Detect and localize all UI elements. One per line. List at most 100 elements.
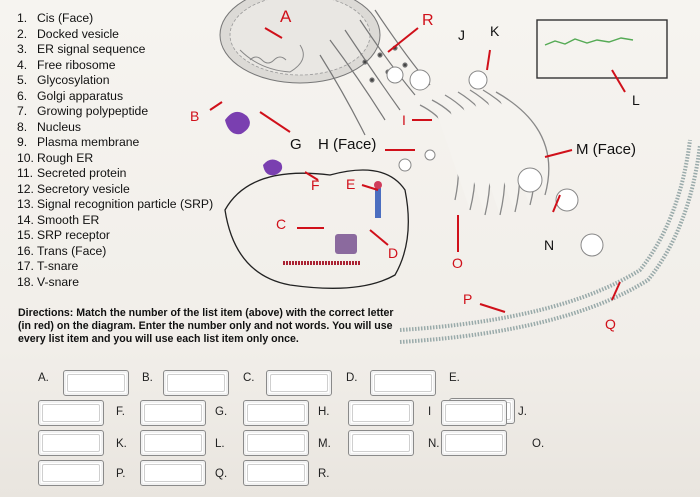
label-j: J	[458, 27, 465, 43]
answer-input[interactable]	[348, 400, 414, 426]
er-lumen-outline	[224, 169, 409, 289]
answer-input[interactable]	[243, 430, 309, 456]
label-n: N	[544, 237, 555, 253]
golgi-apparatus-icon	[419, 89, 550, 216]
list-item-number: 9.	[17, 135, 28, 149]
list-item-text: Golgi apparatus	[37, 88, 124, 103]
answer-letter: B.	[142, 372, 153, 384]
answer-input[interactable]	[38, 460, 104, 486]
list-item-text: Docked vesicle	[37, 26, 119, 41]
list-item-text: Trans (Face)	[37, 243, 107, 258]
list-item-text: T-snare	[37, 259, 79, 273]
list-item-number: 12.	[17, 181, 34, 196]
label-p: P	[463, 291, 473, 307]
label-f: F	[311, 177, 320, 193]
list-item: 16.Trans (Face)	[17, 244, 213, 260]
answer-input[interactable]	[38, 430, 104, 456]
list-item: 12.Secretory vesicle	[17, 182, 213, 198]
answer-letter: D.	[346, 372, 358, 384]
label-b: B	[190, 108, 200, 124]
list-item-text: ER signal sequence	[37, 42, 146, 56]
answer-input[interactable]	[63, 370, 129, 396]
list-item: 17.T-snare	[17, 259, 213, 275]
list-item-number: 17.	[17, 259, 34, 273]
answer-letter: R.	[318, 468, 330, 480]
label-e: E	[346, 176, 356, 192]
label-c: C	[276, 216, 287, 232]
list-item-number: 4.	[17, 57, 28, 72]
list-item-text: Secretory vesicle	[37, 181, 130, 196]
answer-input[interactable]	[441, 430, 507, 456]
answer-letter: P.	[116, 468, 126, 480]
label-arrows	[209, 27, 626, 313]
list-item-number: 6.	[17, 88, 28, 103]
label-o: O	[452, 255, 463, 271]
list-item-number: 5.	[17, 73, 28, 87]
list-item-text: Cis (Face)	[37, 11, 94, 25]
answer-input[interactable]	[38, 400, 104, 426]
list-item: 9.Plasma membrane	[17, 135, 213, 151]
list-item-number: 7.	[17, 104, 28, 118]
nucleus-icon	[219, 0, 381, 84]
list-item: 1. Cis (Face)	[17, 11, 213, 27]
answer-letter: O.	[532, 438, 545, 450]
directions-label: Directions:	[18, 307, 74, 319]
label-k: K	[490, 23, 500, 39]
list-item-number: 2.	[17, 26, 28, 41]
list-item-number: 10.	[17, 150, 34, 165]
list-item-text: Growing polypeptide	[37, 104, 149, 118]
label-a: A	[280, 7, 292, 26]
list-item-text: Glycosylation	[37, 73, 110, 87]
plasma-membrane-icon	[399, 139, 700, 344]
list-item: 14.Smooth ER	[17, 213, 213, 229]
list-item-text: SRP receptor	[37, 228, 110, 242]
answer-input[interactable]	[348, 430, 414, 456]
list-item: 6. Golgi apparatus	[17, 89, 213, 105]
list-item-text: Free ribosome	[37, 57, 116, 72]
inset-box	[536, 19, 668, 79]
list-item: 13.Signal recognition particle (SRP)	[17, 197, 213, 213]
label-r: R	[422, 12, 434, 29]
answer-input[interactable]	[243, 400, 309, 426]
answer-letter: H.	[318, 406, 330, 418]
list-item: 3.ER signal sequence	[17, 42, 213, 58]
list-item: 4. Free ribosome	[17, 58, 213, 74]
list-item-text: Secreted protein	[37, 166, 127, 180]
answer-letter: F.	[116, 406, 125, 418]
list-item-text: Smooth ER	[37, 212, 100, 227]
answer-input[interactable]	[243, 460, 309, 486]
vesicle-icon	[386, 66, 604, 257]
answer-input[interactable]	[370, 370, 436, 396]
list-item: 2. Docked vesicle	[17, 27, 213, 43]
list-item: 11.Secreted protein	[17, 166, 213, 182]
ribosome-icon	[225, 111, 250, 135]
answer-letter: M.	[318, 438, 331, 450]
list-item: 15.SRP receptor	[17, 228, 213, 244]
directions-body: Match the number of the list item (above…	[18, 307, 394, 345]
list-item-number: 8.	[17, 119, 28, 134]
answer-input[interactable]	[140, 460, 206, 486]
answer-letter: Q.	[215, 468, 228, 480]
answer-letter: J.	[518, 406, 527, 418]
list-item-text: Nucleus	[37, 119, 82, 134]
list-item-number: 1.	[17, 11, 28, 25]
answer-letter: E.	[449, 372, 460, 384]
label-h: H (Face)	[318, 136, 377, 153]
label-q: Q	[605, 316, 616, 332]
answer-input[interactable]	[441, 400, 507, 426]
list-item-text: V-snare	[37, 274, 80, 289]
list-item-number: 14.	[17, 212, 34, 227]
label-d: D	[388, 245, 399, 261]
answer-input[interactable]	[266, 370, 332, 396]
directions-text: Directions: Match the number of the list…	[18, 307, 398, 346]
label-l: L	[632, 92, 640, 108]
answer-letter: C.	[243, 372, 255, 384]
list-item-number: 13.	[17, 197, 34, 211]
list-item-text: Signal recognition particle (SRP)	[37, 197, 214, 211]
answer-input[interactable]	[163, 370, 229, 396]
answer-input[interactable]	[140, 430, 206, 456]
answer-input[interactable]	[140, 400, 206, 426]
list-item: 18.V-snare	[17, 275, 213, 291]
